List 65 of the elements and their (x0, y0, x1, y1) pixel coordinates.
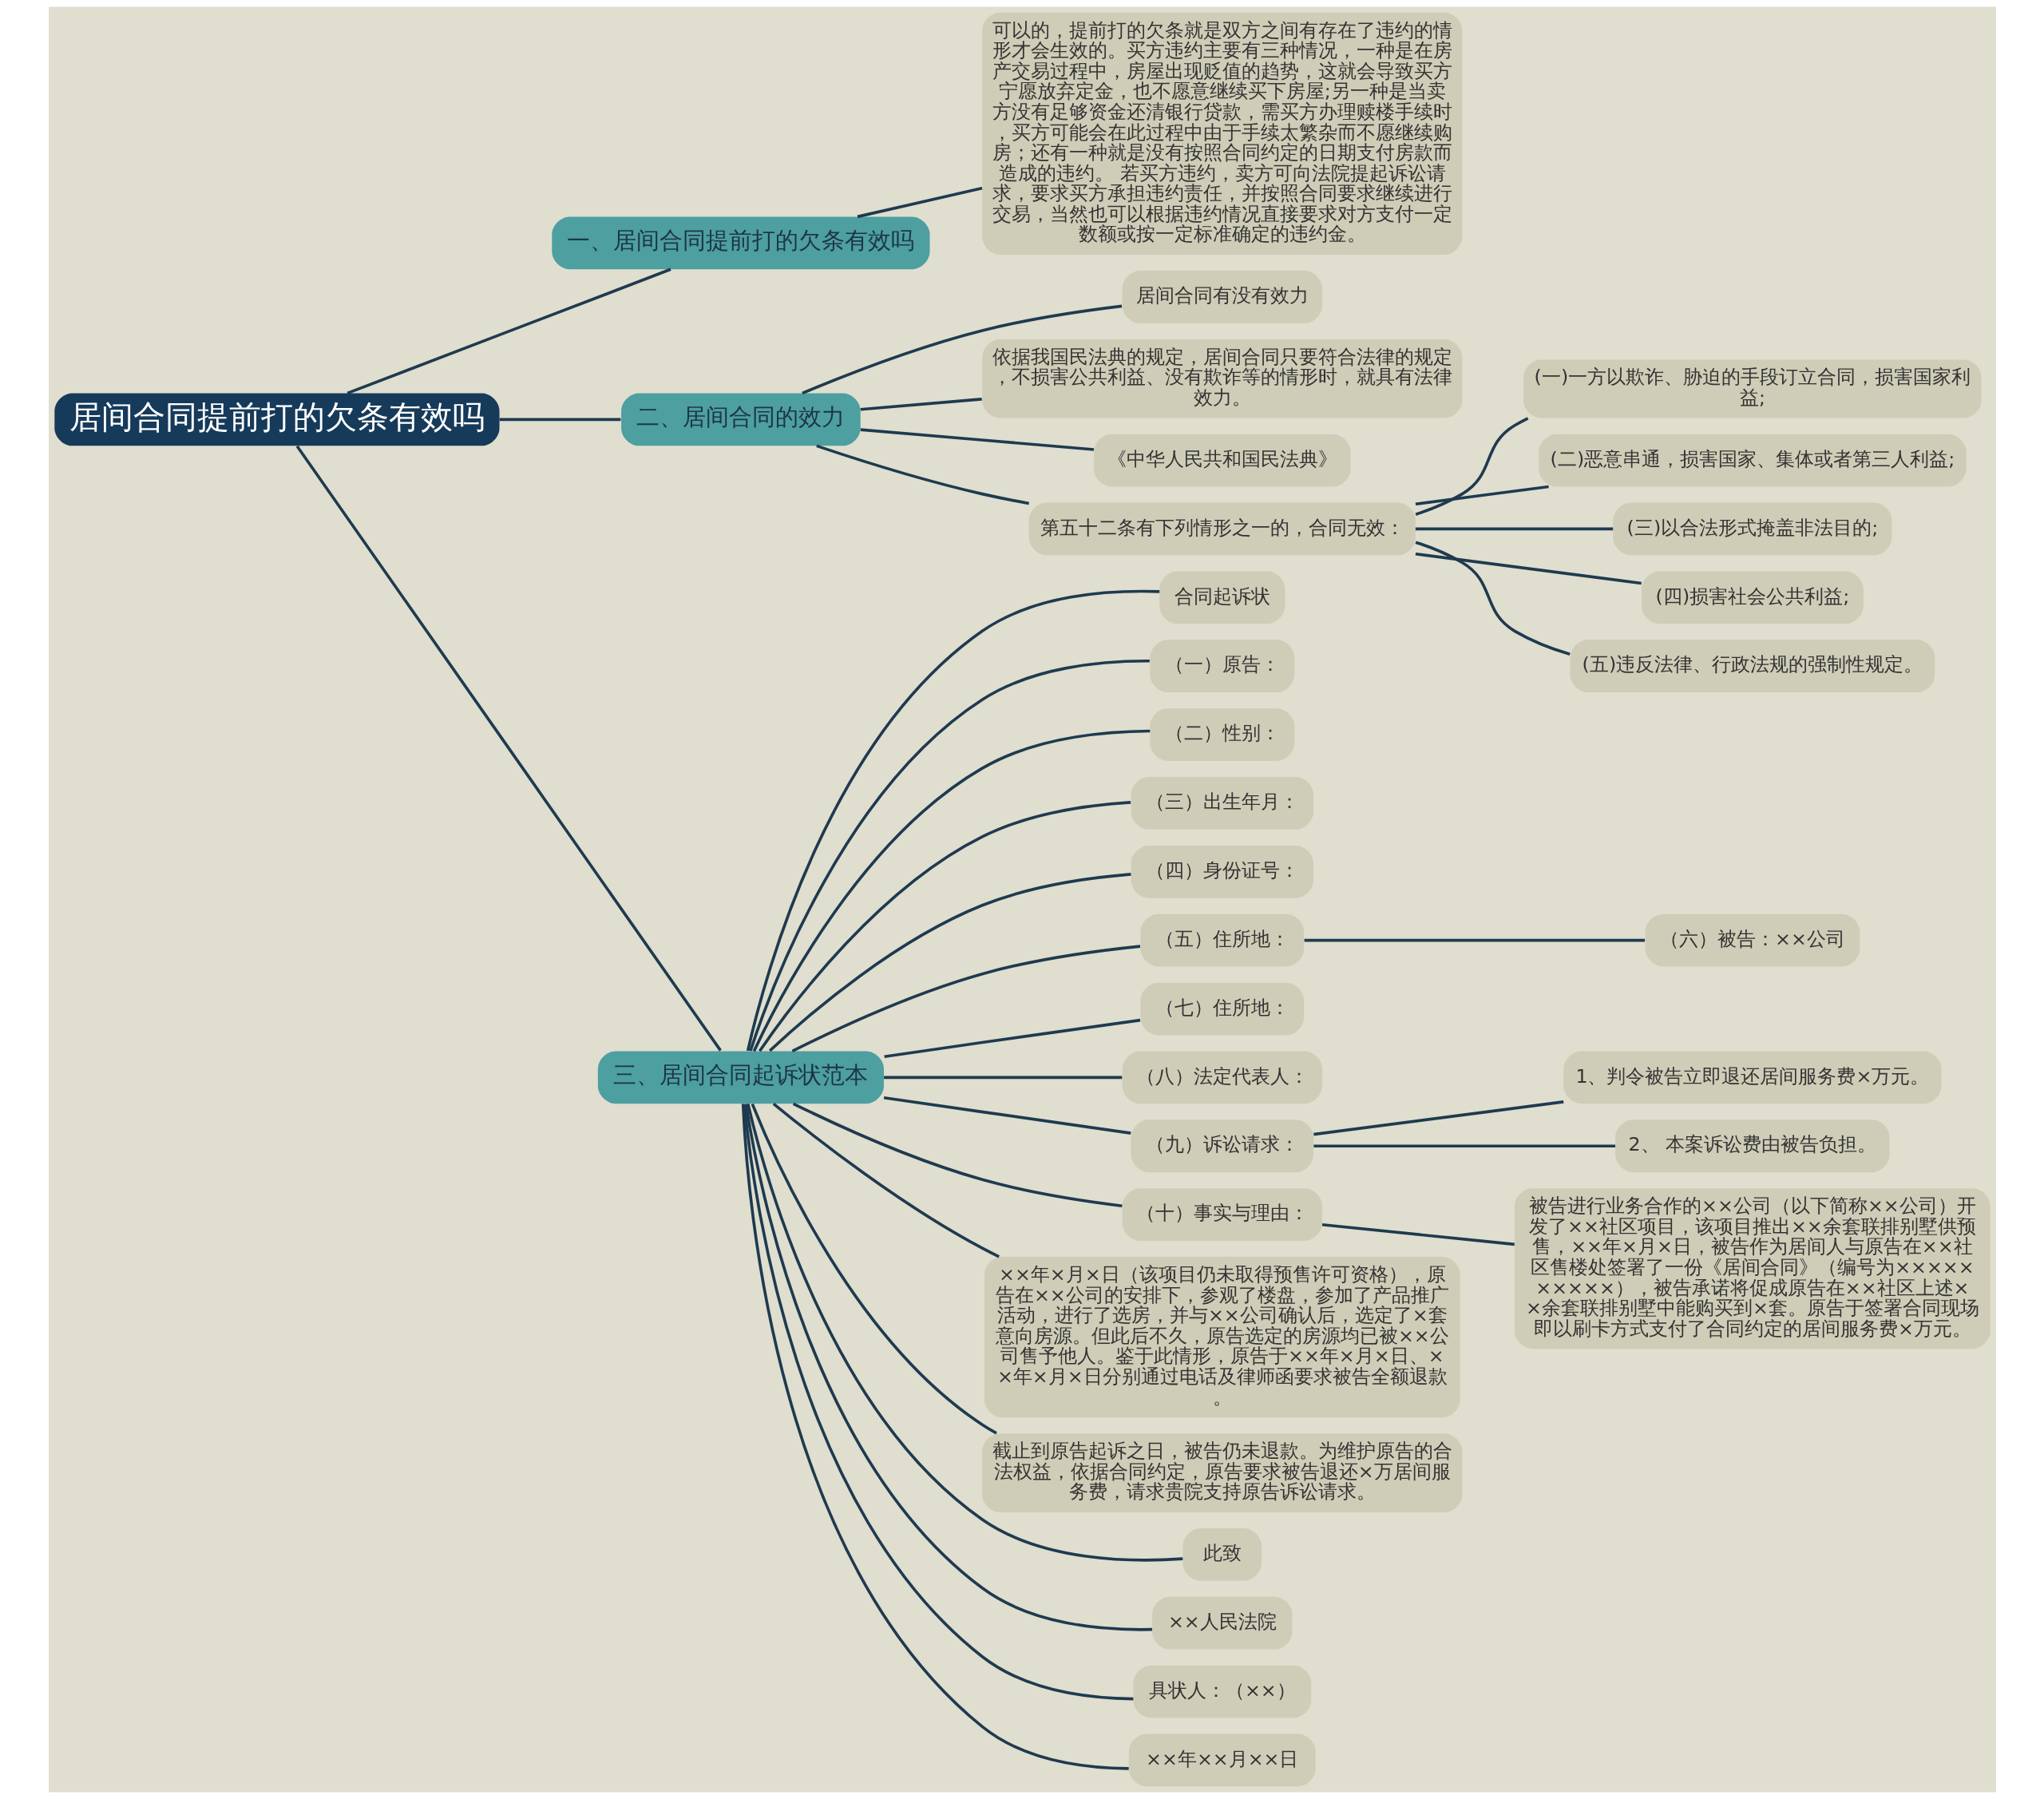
node-box: (四)损害社会公共利益; (1641, 571, 1864, 624)
connector (758, 801, 1131, 1052)
node-box: （九）诉讼请求： (1131, 1119, 1313, 1173)
node-box: （一）原告： (1149, 640, 1294, 693)
connector (1313, 1144, 1615, 1148)
node-box: （八）法定代表人： (1122, 1051, 1322, 1104)
connector (883, 1096, 1131, 1135)
node-box: (三)以合法形式掩盖非法目的; (1612, 502, 1891, 556)
connector (883, 1018, 1140, 1059)
node-box: 三、居间合同起诉状范本 (597, 1051, 884, 1104)
node-box: 截止到原告起诉之日，被告仍未退款。为维护原告的合法权益，依据合同约定，原告要求被告退还×万居间服务费，请求贵院支持原告诉讼请求。 (981, 1433, 1462, 1512)
node-box: （三）出生年月： (1131, 777, 1313, 830)
connector (772, 1102, 1000, 1258)
node-box: 居间合同有没有效力 (1122, 271, 1322, 323)
connector (801, 304, 1122, 395)
connector (752, 729, 1150, 1052)
node-box: （六）被告：××公司 (1645, 913, 1860, 967)
node-box: （七）住所地： (1140, 982, 1304, 1036)
connector (857, 186, 982, 219)
connector (815, 444, 1029, 505)
node-box: 2、 本案诉讼费由被告负担。 (1614, 1119, 1890, 1173)
node-box: (二)恶意串通，损害国家、集体或者第三人利益; (1538, 434, 1967, 487)
connector (883, 1076, 1122, 1080)
connector (746, 589, 1159, 1052)
connector (792, 1102, 1123, 1207)
node-box: 1、判令被告立即退还居间服务费×万元。 (1563, 1051, 1941, 1104)
connector (347, 267, 671, 395)
node-box: 被告进行业务合作的××公司（以下简称××公司）开发了××社区项目，该项目推出××余套联排别墅供预售，××年×月×日，被告作为居间人与原告在××社区售楼处签署了一份《居间合同》（编号为××××××××××），被告承诺将促成原告在××社区上述××余套联排别墅中能购买到×套。原告于签署合同现场即以刷卡方式支付了合同约定的居间服务费×万元。 (1514, 1188, 1991, 1349)
connector (295, 445, 722, 1052)
connector (791, 945, 1140, 1053)
node-box: ××年××月××日 (1128, 1734, 1316, 1787)
connector (751, 1103, 997, 1435)
connector (744, 1104, 1152, 1631)
node-box: (一)一方以欺诈、胁迫的手段订立合同，损害国家利益; (1523, 359, 1982, 418)
node-box: （四）身份证号： (1131, 845, 1313, 898)
node-box: ××人民法院 (1151, 1596, 1292, 1650)
connector (1304, 938, 1645, 942)
connector (1415, 541, 1571, 656)
connector (499, 418, 620, 422)
connector (746, 1104, 1182, 1562)
node-box: ××年×月×日（该项目仍未取得预售许可资格），原告在××公司的安排下，参观了楼盘，参加了产品推广活动，进行了选房，并与××公司确认后，选定了×套意向房源。但此后不久，原告选定的房源均已被××公司售予他人。鉴于此情形，原告于××年×月×日、××年×月×日分别通过电话及律师函要求被告全额退款。 (984, 1257, 1460, 1418)
node-box: 居间合同提前打的欠条有效吗 (53, 393, 500, 446)
connector (1415, 417, 1528, 516)
node-box: 二、居间合同的效力 (620, 393, 861, 446)
connector (1415, 552, 1642, 585)
node-box: 一、居间合同提前打的欠条有效吗 (551, 216, 929, 270)
node-box: 第五十二条有下列情形之一的，合同无效： (1028, 502, 1416, 556)
connector (1415, 527, 1613, 531)
node-box: 依据我国民法典的规定，居间合同只要符合法律的规定，不损害公共利益、没有欺诈等的情形时，就具有法律效力。 (981, 339, 1462, 418)
node-box: (五)违反法律、行政法规的强制性规定。 (1570, 640, 1935, 693)
node-box: （十）事实与理由： (1122, 1188, 1322, 1241)
connector (1321, 1222, 1515, 1246)
node-box: 《中华人民共和国民法典》 (1093, 434, 1351, 487)
connector (1415, 485, 1549, 505)
connector (768, 873, 1131, 1052)
node-box: 可以的，提前打的欠条就是双方之间有存在了违约的情形才会生效的。买方违约主要有三种情况，一种是在房产交易过程中，房屋出现贬值的趋势，这就会导致买方宁愿放弃定金，也不愿意继续买下房屋;另一种是当卖方没有足够资金还清银行贷款，需买方办理赎楼手续时，买方可能会在此过程中由于手续太繁杂而不愿继续购房；还有一种就是没有按照合同约定的日期支付房款而造成的违约。 若买方违约，卖方可向法院提起诉讼请求，要求买方承担违约责任，并按照合同要求继续进行交易，当然也可以根据违约情况直接要求对方支付一定数额或按一定标准确定的违约金。 (981, 12, 1462, 255)
node-box: 具状人：（××） (1132, 1665, 1311, 1718)
connector (1313, 1100, 1563, 1136)
node-box: 合同起诉状 (1159, 571, 1285, 624)
connector (860, 398, 982, 411)
node-box: 此致 (1182, 1528, 1262, 1581)
connector (860, 428, 1094, 451)
node-box: （五）住所地： (1140, 913, 1304, 967)
node-box: （二）性别： (1149, 708, 1294, 761)
connector (748, 659, 1150, 1052)
